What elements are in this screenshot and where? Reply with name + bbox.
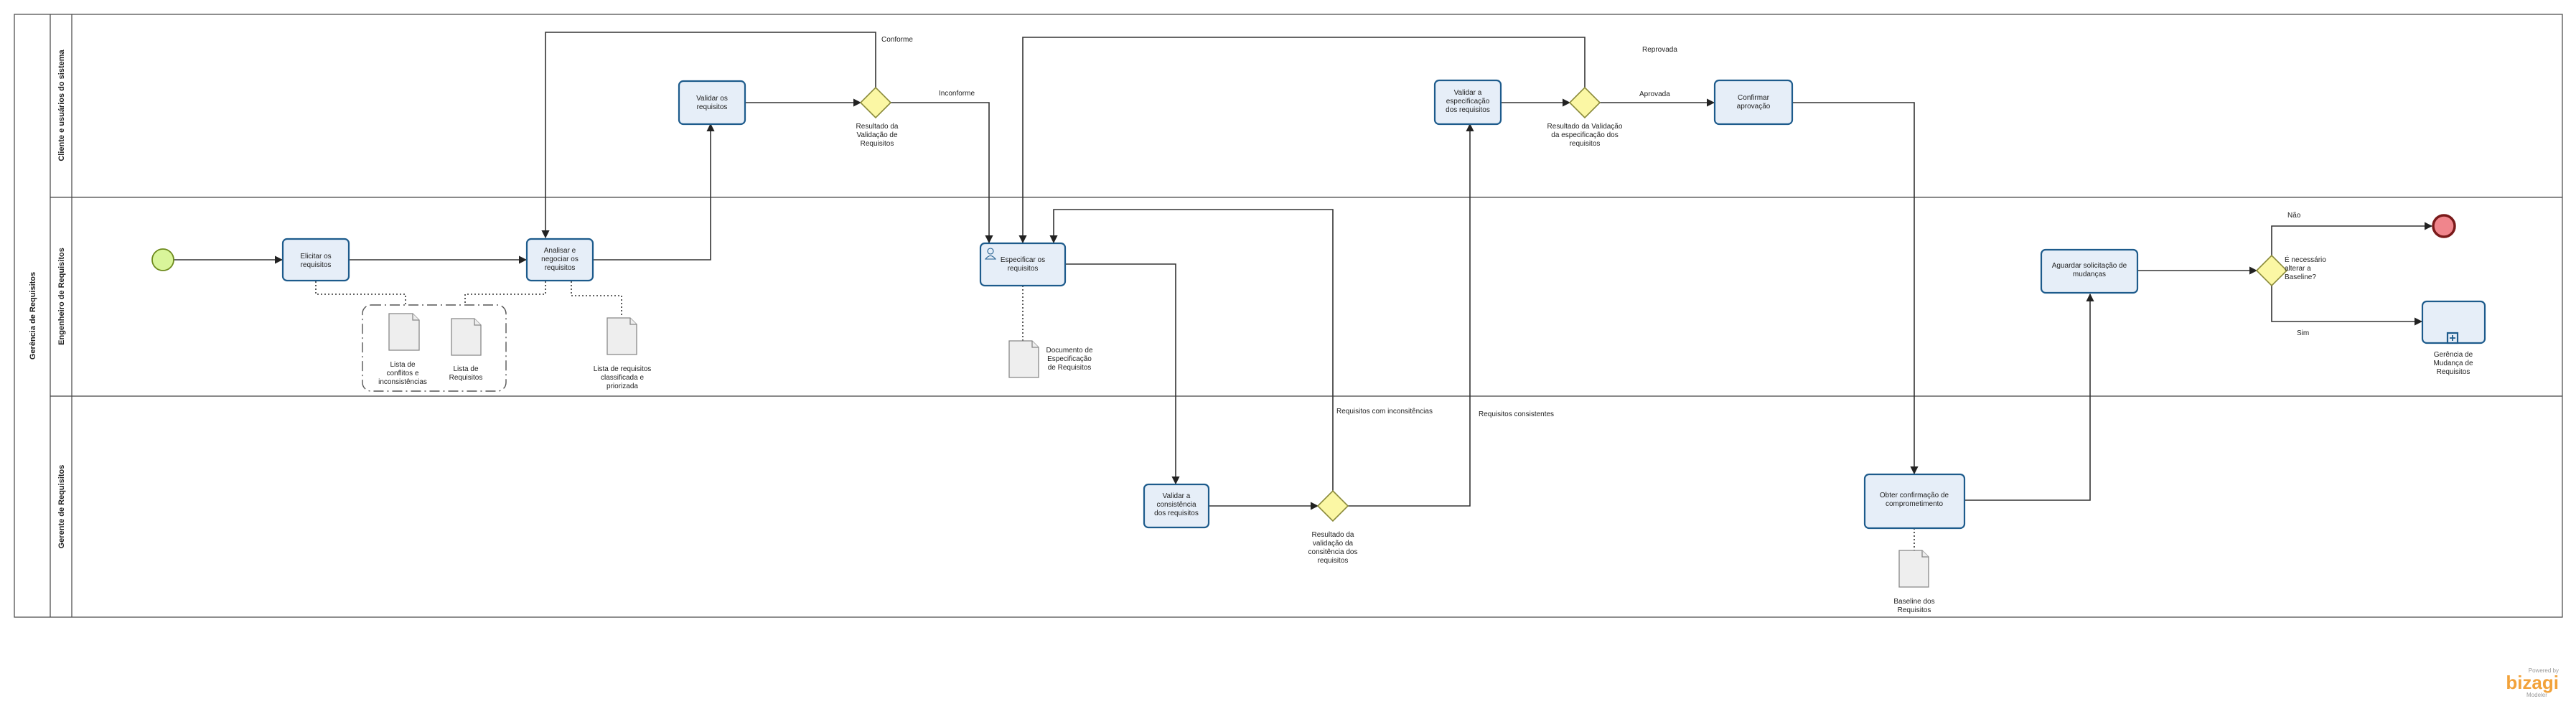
document-baseline[interactable] <box>1898 550 1929 588</box>
assoc-analyze-classified <box>571 281 622 316</box>
artifact-group <box>362 304 507 392</box>
flow-gw-consistent <box>1348 123 1474 507</box>
lane-title-manager: Gerente de Requisitos <box>57 465 66 549</box>
start-event[interactable] <box>151 248 174 271</box>
flow-label-consistent: Requisitos consistentes <box>1479 410 1554 418</box>
flow-label-inconsistent: Requisitos com inconsitências <box>1336 408 1433 416</box>
gateway-consistency-result[interactable] <box>1316 489 1349 522</box>
document-requirements-list[interactable] <box>451 318 482 356</box>
powered-by-text: Powered by <box>2529 667 2559 674</box>
flow-label-reprovada: Reprovada <box>1642 46 1677 54</box>
gateway-spec-result[interactable] <box>1568 86 1601 119</box>
brand-name: bizagi <box>2506 672 2559 693</box>
subprocess-change-management[interactable] <box>2421 300 2486 344</box>
flow-label-aprovada: Aprovada <box>1639 90 1670 98</box>
lane-title-client: Cliente e usuários do sistema <box>57 49 66 161</box>
flow-confirm-to-commitment <box>1792 102 1919 475</box>
pool: Gerência de Requisitos Cliente e usuário… <box>14 14 2563 618</box>
expand-icon <box>2446 332 2459 344</box>
assoc-elicit-group <box>315 281 406 305</box>
document-classified-list[interactable] <box>606 317 637 355</box>
associations <box>315 281 1915 551</box>
flow-gw-inconforme <box>891 102 993 244</box>
document-specification[interactable] <box>1008 340 1039 378</box>
bizagi-logo: Powered by bizagi Modeler <box>2506 667 2559 698</box>
end-event[interactable] <box>2432 214 2456 238</box>
flow-gw-nao <box>2271 222 2433 255</box>
flow-label-conforme: Conforme <box>881 36 913 44</box>
sequence-flows <box>174 32 2433 510</box>
gateway-baseline-change[interactable] <box>2255 254 2288 287</box>
lane-title-engineer: Engenheiro de Requisitos <box>57 248 66 345</box>
pool-title: Gerência de Requisitos <box>29 272 37 360</box>
flow-gw-conforme <box>541 32 876 239</box>
assoc-analyze-group <box>464 281 546 305</box>
flow-specify-to-validate-consistency <box>1065 263 1180 485</box>
brand-product: Modeler <box>2526 692 2547 698</box>
document-conflicts-list[interactable] <box>388 313 420 351</box>
flow-label-nao: Não <box>2287 212 2301 220</box>
flow-gw-reprovada <box>1018 37 1586 244</box>
flow-commitment-to-await <box>1964 293 2094 501</box>
user-icon <box>984 248 997 260</box>
flow-analyze-to-validate <box>593 123 715 261</box>
flow-label-sim: Sim <box>2297 329 2309 337</box>
gateway-validation-result[interactable] <box>859 86 892 119</box>
flow-gw-sim <box>2271 286 2423 326</box>
flow-gw-inconsistent <box>1049 209 1334 491</box>
flow-label-inconforme: Inconforme <box>939 90 975 98</box>
